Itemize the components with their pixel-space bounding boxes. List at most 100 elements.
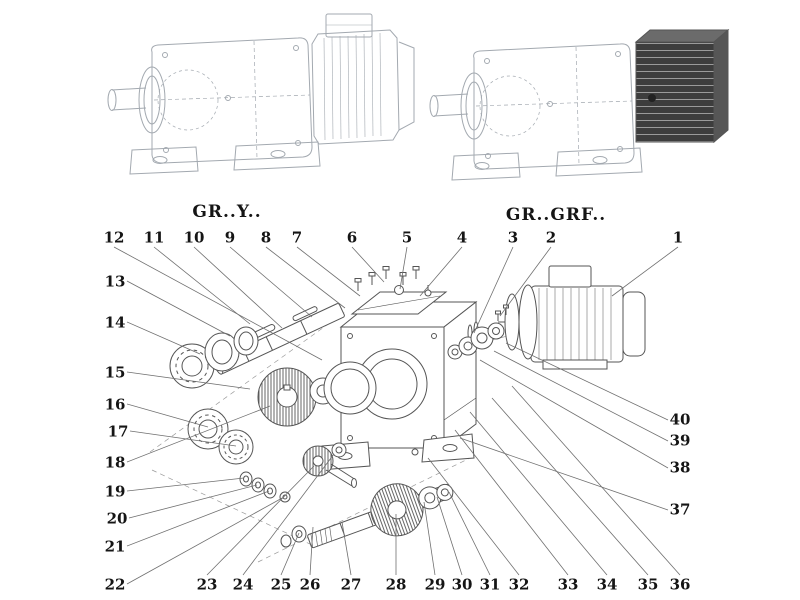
leader-5 — [399, 246, 408, 290]
callout-15: 15 — [104, 363, 126, 382]
callout-22: 22 — [104, 575, 126, 594]
callout-32: 32 — [508, 575, 530, 594]
motor-assembled — [311, 13, 415, 145]
variant-label-gr-grf: GR..GRF.. — [505, 205, 607, 225]
leader-16 — [126, 403, 209, 428]
callout-24: 24 — [232, 575, 254, 594]
callout-12: 12 — [103, 228, 125, 247]
leader-11 — [153, 246, 251, 325]
leader-37 — [459, 437, 669, 511]
vent-plug — [424, 285, 432, 297]
fan-cover — [622, 291, 646, 357]
callout-38: 38 — [669, 458, 691, 477]
callout-13: 13 — [104, 272, 126, 291]
top-cover — [350, 291, 448, 315]
bearing-pair — [187, 408, 254, 465]
callout-6: 6 — [346, 228, 358, 247]
callout-30: 30 — [451, 575, 473, 594]
assembled-view-gr-grf — [429, 28, 730, 181]
leader-26 — [309, 526, 314, 576]
leader-25 — [280, 532, 300, 576]
intermediate-shaft — [307, 483, 454, 549]
callout-1: 1 — [672, 228, 684, 247]
leader-1 — [611, 246, 679, 297]
callout-36: 36 — [669, 575, 691, 594]
callout-33: 33 — [557, 575, 579, 594]
variant-label-gr-y: GR..Y.. — [192, 202, 262, 222]
input-washers — [447, 322, 505, 360]
callout-10: 10 — [183, 228, 205, 247]
callout-39: 39 — [669, 431, 691, 450]
leader-19 — [126, 477, 245, 492]
callout-19: 19 — [104, 482, 126, 501]
leader-15 — [126, 371, 251, 390]
leader-32 — [427, 457, 520, 576]
callout-25: 25 — [270, 575, 292, 594]
leader-35 — [491, 397, 649, 576]
leader-18 — [126, 405, 271, 463]
callout-14: 14 — [104, 313, 126, 332]
callout-28: 28 — [385, 575, 407, 594]
leader-34 — [469, 411, 608, 576]
leader-9 — [229, 246, 313, 318]
callout-27: 27 — [340, 575, 362, 594]
callout-18: 18 — [104, 453, 126, 472]
leader-33 — [454, 429, 569, 576]
callout-26: 26 — [299, 575, 321, 594]
callout-23: 23 — [196, 575, 218, 594]
output-bearing — [169, 343, 215, 389]
leader-21 — [126, 490, 270, 547]
assembled-view-gr-y — [107, 13, 415, 175]
callout-29: 29 — [424, 575, 446, 594]
callout-5: 5 — [401, 228, 413, 247]
washer-ring — [394, 285, 404, 295]
callout-34: 34 — [596, 575, 618, 594]
callout-9: 9 — [224, 228, 236, 247]
leader-13 — [126, 280, 231, 337]
leader-3 — [473, 246, 514, 334]
callout-16: 16 — [104, 395, 126, 414]
leader-10 — [193, 246, 283, 329]
leader-23 — [206, 465, 315, 576]
shaft-end-washers — [280, 525, 307, 548]
motor-exploded — [498, 265, 646, 370]
callout-17: 17 — [107, 422, 129, 441]
exploded-view — [149, 265, 646, 563]
leader-31 — [448, 491, 491, 576]
callout-35: 35 — [637, 575, 659, 594]
callout-7: 7 — [291, 228, 303, 247]
leader-39 — [493, 350, 669, 442]
callout-2: 2 — [545, 228, 557, 247]
callout-8: 8 — [260, 228, 272, 247]
leader-29 — [423, 501, 436, 576]
callout-40: 40 — [669, 410, 691, 429]
leader-20 — [128, 484, 258, 519]
callout-3: 3 — [507, 228, 519, 247]
leader-24 — [242, 453, 335, 576]
leader-2 — [499, 246, 552, 317]
leader-30 — [436, 496, 463, 576]
callout-37: 37 — [669, 500, 691, 519]
callout-4: 4 — [456, 228, 468, 247]
leader-17 — [129, 430, 237, 447]
motor-flange — [504, 293, 520, 351]
seal-cover — [204, 326, 259, 372]
fin-block — [634, 28, 730, 144]
callout-20: 20 — [106, 509, 128, 528]
terminal-box — [548, 265, 592, 288]
shaft-key-2 — [292, 306, 318, 322]
leader-27 — [341, 521, 352, 576]
leader-7 — [296, 246, 361, 297]
leader-12 — [113, 246, 323, 361]
leader-6 — [351, 246, 385, 283]
bore-ring — [323, 361, 377, 415]
leader-14 — [126, 321, 201, 355]
leader-36 — [511, 385, 681, 576]
leader-40 — [505, 342, 669, 421]
leader-38 — [479, 359, 669, 469]
callout-11: 11 — [143, 228, 165, 247]
callout-21: 21 — [104, 537, 126, 556]
leader-4 — [419, 246, 463, 297]
